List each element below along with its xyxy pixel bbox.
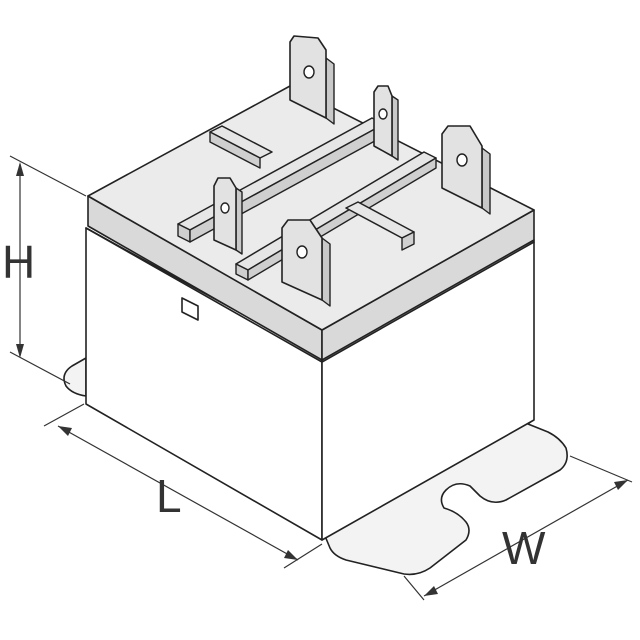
cover-seam [85,227,535,363]
height-arrow-bottom [16,344,24,358]
terminal-rear [289,35,335,125]
length-label: L [156,470,182,522]
width-extension-lines [403,455,633,601]
length-extension-lines [43,403,323,569]
length-arrow-left [58,426,72,436]
height-label: H [2,236,35,288]
width-dimension-line [423,479,629,597]
width-arrow-left [424,586,438,596]
mounting-flange-left [63,357,87,397]
mounting-flange-right [324,419,568,576]
width-arrow-right [614,480,628,490]
height-arrow-top [16,162,24,176]
relay-cover-top [87,85,535,331]
terminal-right [441,125,491,215]
terminal-front [281,219,331,307]
terminal-left [213,177,243,255]
length-dimension-line [57,425,299,561]
tab-slot [181,297,199,321]
terminal-center [373,85,399,161]
width-label: W [502,522,546,574]
length-arrow-right [284,550,298,560]
